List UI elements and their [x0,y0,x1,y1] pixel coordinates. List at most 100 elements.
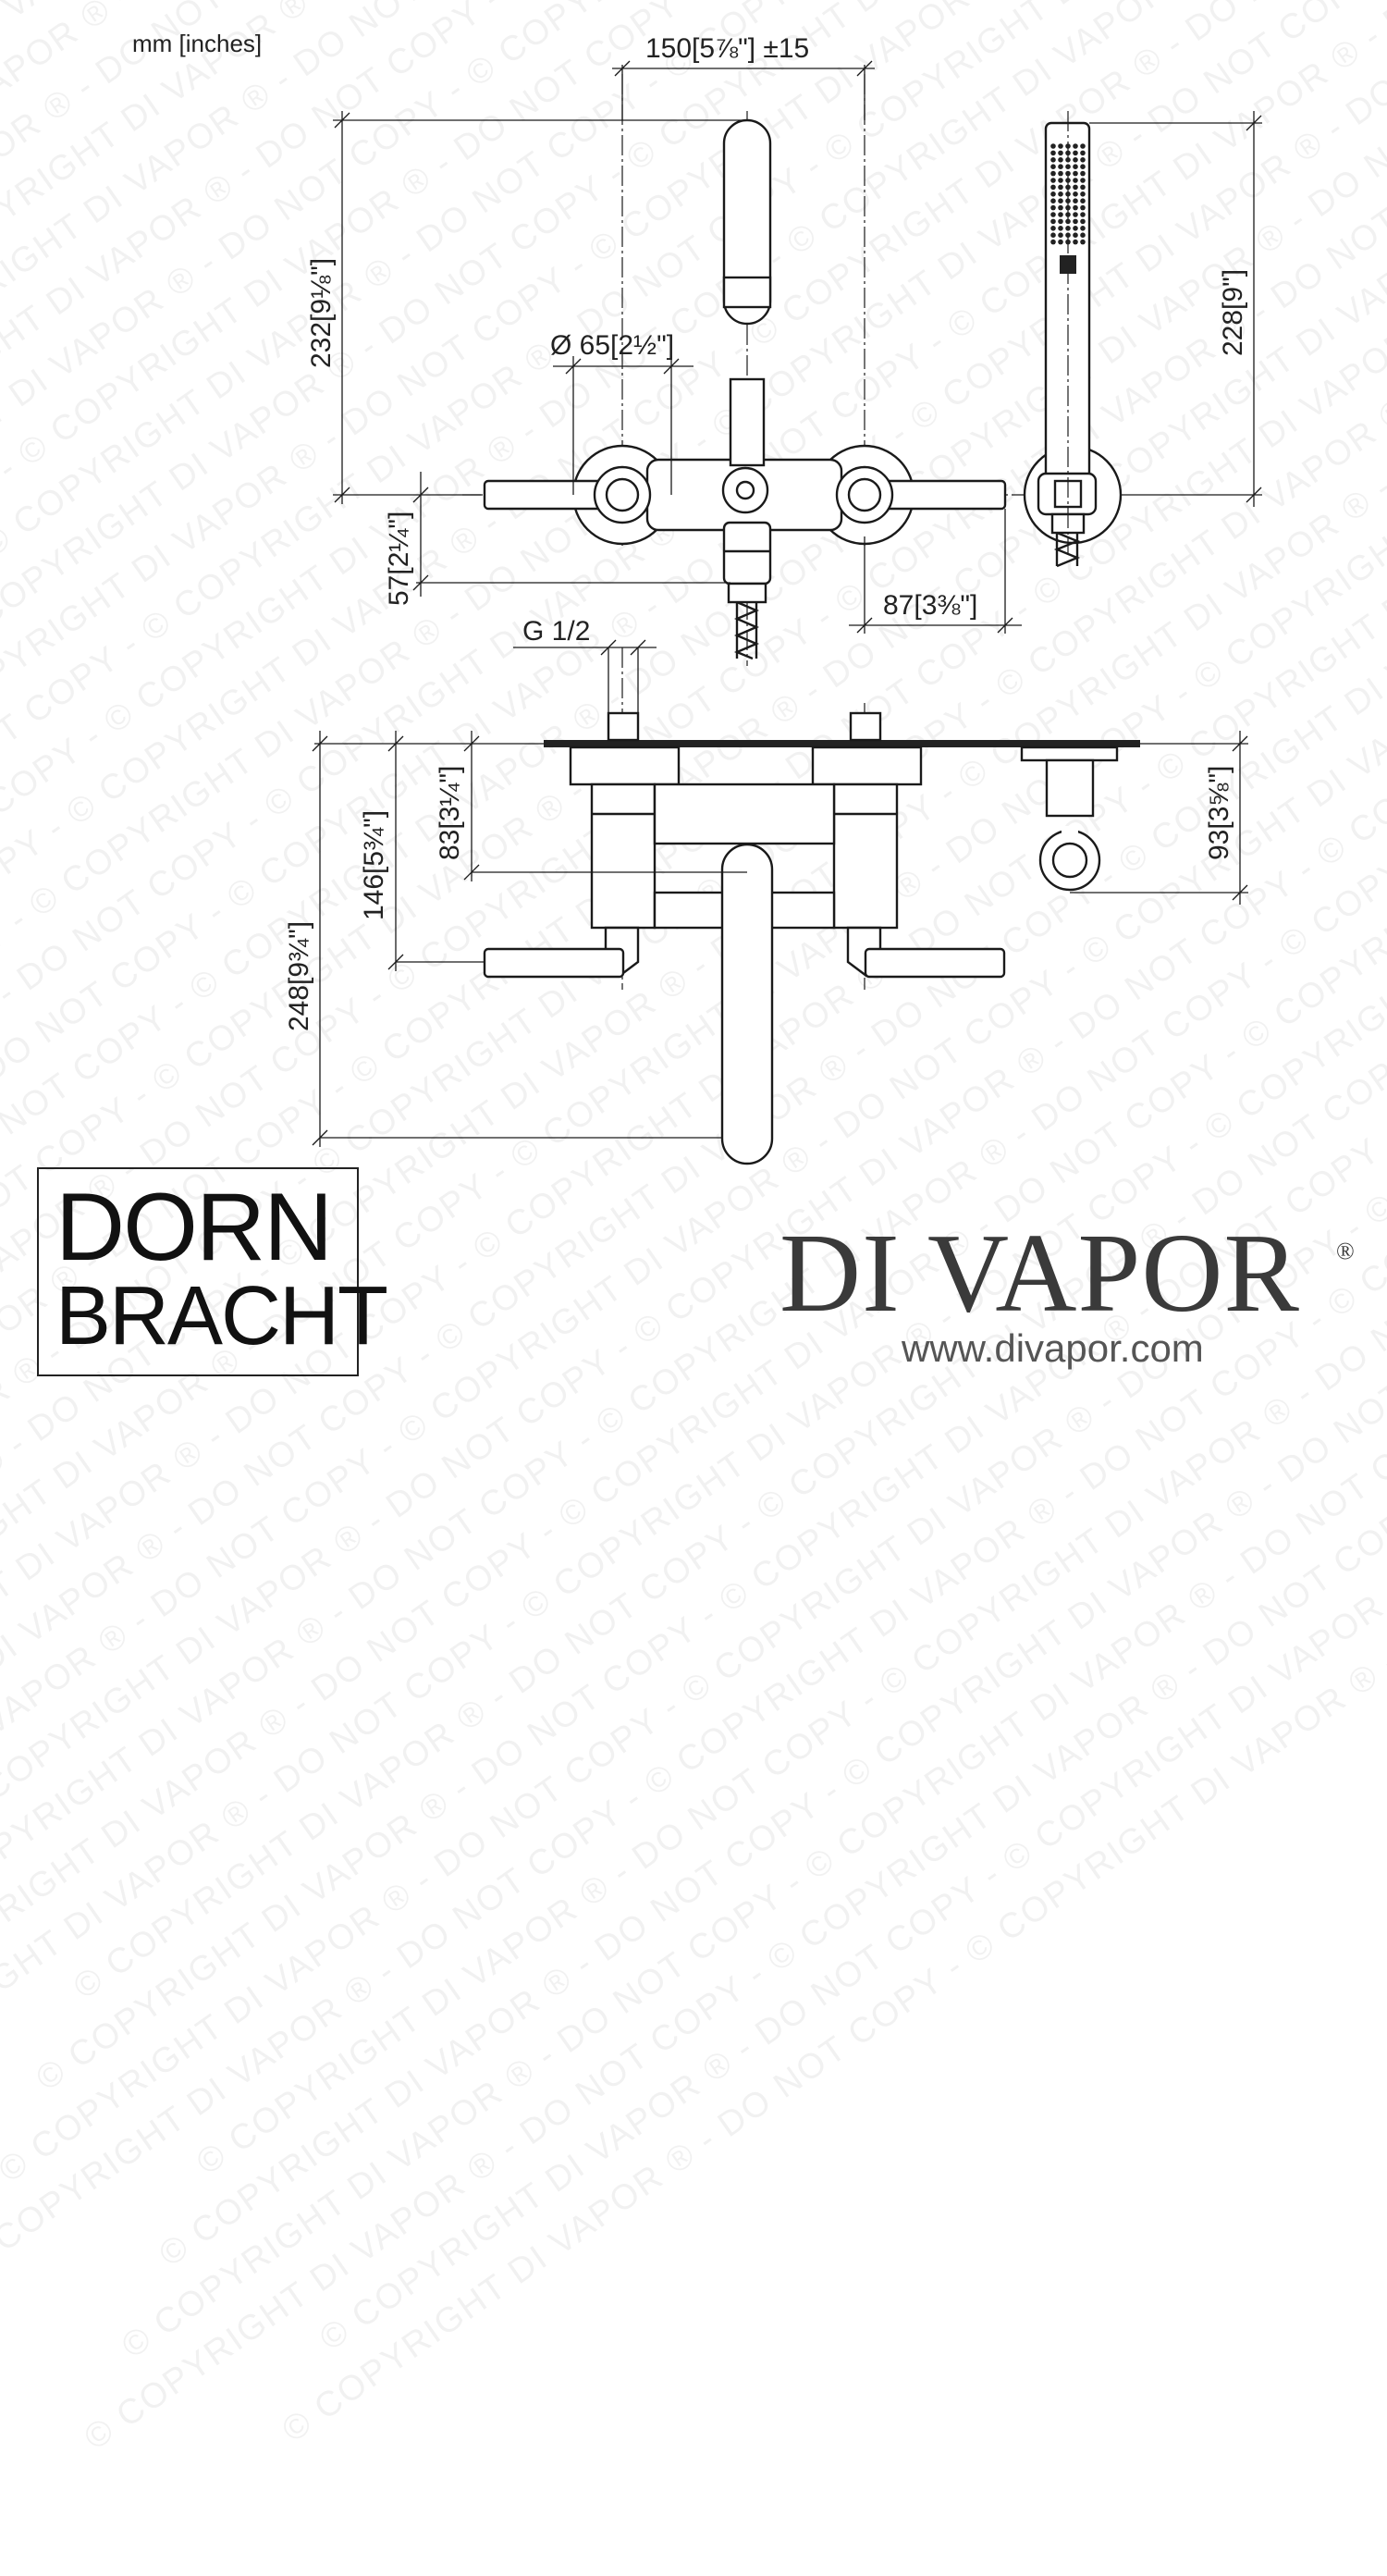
nozzle-dot [1073,212,1078,217]
nozzle-dot [1050,178,1056,183]
dim-depth-146: 146[5¾"] [359,810,389,920]
nozzle-dot [1073,232,1078,238]
nozzle-dot [1058,170,1063,177]
spout-side [720,843,774,1165]
nozzle-dot [1065,157,1071,163]
nozzle-dot [1065,239,1071,245]
nozzle-dot [1080,239,1086,245]
dim-width-87: 87[3⅜"] [883,590,977,621]
nozzle-dot [1050,150,1056,156]
wall-line [544,740,1140,747]
technical-drawing: 150[5⅞"] ±15 Ø 65[2½"] G 1/2 87[3⅜"] 232… [284,33,1262,1165]
nozzle-dot [1073,218,1078,225]
dimension-lines [312,60,1262,1147]
nozzle-dot [1058,164,1063,169]
nozzle-dot [1065,218,1071,225]
nozzle-dot [1050,157,1056,163]
dim-depth-248: 248[9¾"] [284,921,314,1031]
nozzle-dot [1073,226,1078,231]
nozzle-dot [1050,239,1056,245]
nozzle-dot [1050,198,1056,203]
nozzle-dot [1065,226,1071,231]
nozzle-dot [1073,198,1078,203]
nozzle-dot [1073,157,1078,163]
nozzle-dot [1080,150,1086,156]
nozzle-dot [1058,218,1063,225]
left-lever-side [483,947,625,979]
nozzle-dot [1050,212,1056,217]
nozzle-dot [1065,198,1071,203]
front-view [462,74,1026,666]
side-view [483,647,1140,1165]
spout-neck [729,377,766,467]
nozzle-dot [1073,143,1078,149]
dim-diameter: Ø 65[2½"] [550,330,674,361]
nozzle-dot [1050,232,1056,238]
nozzle-dot [1073,239,1078,245]
nozzle-dot [1080,232,1086,238]
nozzle-dot [1058,184,1063,191]
nozzle-dot [1080,143,1086,149]
dim-height-232: 232[9⅛"] [306,258,337,368]
nozzle-dot [1073,170,1078,177]
nozzle-dot [1058,157,1063,163]
retailer-name: DI VAPOR [779,1211,1300,1336]
nozzle-dot [1065,212,1071,217]
nozzle-dot [1080,157,1086,163]
right-lever-side [864,947,1006,979]
nozzle-dot [1050,184,1056,191]
shower-nozzles [1050,143,1086,245]
nozzle-dot [1073,184,1078,191]
nozzle-dot [1050,170,1056,177]
nozzle-dot [1080,212,1086,217]
nozzle-dot [1080,184,1086,191]
nozzle-dot [1065,232,1071,238]
nozzle-dot [1073,164,1078,169]
dim-top-width: 150[5⅞"] ±15 [645,33,809,64]
nozzle-dot [1073,191,1078,197]
nozzle-dot [1058,239,1063,245]
nozzle-dot [1080,178,1086,183]
retailer-url: www.divapor.com [902,1326,1204,1370]
nozzle-dot [1080,198,1086,203]
nozzle-dot [1058,143,1063,149]
nozzle-dot [1065,204,1071,211]
nozzle-dot [1065,150,1071,156]
dim-height-228: 228[9"] [1218,269,1248,356]
nozzle-dot [1065,184,1071,191]
nozzle-dot [1050,191,1056,197]
dim-height-57: 57[2¼"] [384,512,414,606]
nozzle-dot [1058,232,1063,238]
nozzle-dot [1050,218,1056,225]
nozzle-dot [1050,164,1056,169]
nozzle-dot [1058,198,1063,203]
dim-depth-83: 83[3¼"] [435,766,465,860]
nozzle-dot [1058,212,1063,217]
nozzle-dot [1065,178,1071,183]
nozzle-dot [1065,143,1071,149]
nozzle-dot [1050,143,1056,149]
nozzle-dot [1080,226,1086,231]
nozzle-dot [1050,226,1056,231]
nozzle-dot [1065,164,1071,169]
nozzle-dot [1080,164,1086,169]
logo-line-2: BRACHT [55,1270,388,1362]
nozzle-dot [1080,191,1086,197]
nozzle-dot [1050,204,1056,211]
nozzle-dot [1073,204,1078,211]
nozzle-dot [1058,178,1063,183]
nozzle-dot [1058,150,1063,156]
nozzle-dot [1058,204,1063,211]
nozzle-dot [1080,218,1086,225]
registered-mark: ® [1336,1238,1355,1264]
nozzle-dot [1058,226,1063,231]
nozzle-dot [1058,191,1063,197]
nozzle-dot [1080,170,1086,177]
nozzle-dot [1065,191,1071,197]
logo-line-1: DORN [55,1174,333,1281]
hand-shower-view [1023,111,1123,568]
dornbracht-logo [37,1167,359,1376]
dim-thread: G 1/2 [522,616,590,647]
units-label: mm [inches] [132,30,263,57]
nozzle-dot [1080,204,1086,211]
